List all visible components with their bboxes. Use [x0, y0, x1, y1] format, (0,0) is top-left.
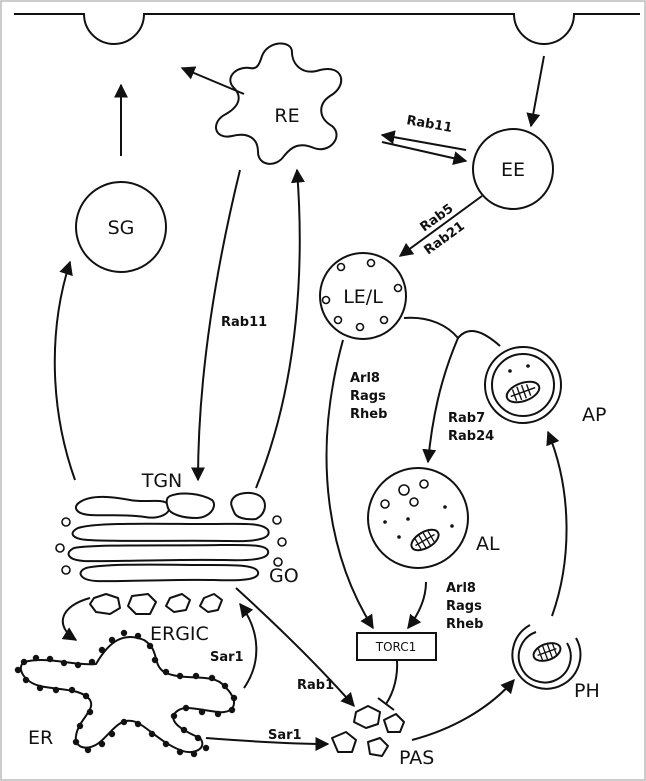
autolysosome-shape — [367, 467, 469, 569]
arrow-er-to-ergic — [239, 602, 258, 689]
plasma-membrane — [14, 13, 640, 45]
rags-1-label: Rags — [350, 389, 386, 404]
ap-label: AP — [582, 404, 606, 426]
ee-label: EE — [501, 159, 525, 181]
al-label: AL — [476, 533, 500, 555]
pas-label: PAS — [399, 747, 434, 769]
arrow-go-to-pas — [235, 587, 355, 708]
sar1-ergic-label: Sar1 — [210, 650, 244, 665]
autophagosome-shape — [484, 346, 562, 424]
endoplasmic-reticulum-shape — [14, 629, 238, 758]
recycling-endosome-shape — [215, 42, 343, 165]
arrow-re-to-ee — [381, 141, 468, 166]
arrow-tgn-to-re — [255, 168, 305, 489]
rab7-label: Rab7 — [448, 411, 485, 426]
arrow-pm-to-ee — [526, 55, 545, 128]
er-label: ER — [28, 727, 53, 749]
arrow-pas-to-ph — [411, 678, 515, 741]
golgi-apparatus-shape — [55, 491, 287, 583]
torc1-box — [356, 632, 437, 661]
arl8-1-label: Arl8 — [350, 371, 380, 386]
ergic-label: ERGIC — [150, 623, 209, 645]
arrow-ph-to-ap — [546, 430, 568, 617]
go-label: GO — [269, 565, 299, 587]
rab11-mid-label: Rab11 — [221, 315, 267, 330]
early-endosome-shape — [472, 128, 554, 210]
arrow-ee-to-lel — [398, 195, 483, 257]
pas-shape — [331, 705, 405, 757]
arrow-tgn-to-sg — [53, 260, 76, 481]
ph-label: PH — [574, 680, 600, 702]
arrow-re-to-tgn — [191, 169, 241, 482]
arrow-er-to-pas — [205, 736, 330, 751]
inhibition-torc1-to-pas — [385, 659, 399, 705]
arl8-2-label: Arl8 — [446, 581, 476, 596]
rab24-label: Rab24 — [448, 429, 494, 444]
rags-2-label: Rags — [446, 599, 482, 614]
secretory-granule-shape — [75, 181, 167, 273]
tgn-label: TGN — [141, 470, 183, 492]
arrow-lel-to-torc1 — [325, 339, 374, 630]
late-endosome-lysosome — [319, 252, 407, 340]
arrow-al-to-torc1 — [407, 581, 427, 630]
rheb-2-label: Rheb — [446, 617, 483, 632]
lel-label: LE/L — [343, 286, 383, 308]
ergic-shape — [89, 593, 223, 615]
phagophore-shape — [511, 624, 582, 690]
re-label: RE — [274, 105, 299, 127]
arrow-re-to-pm — [180, 66, 245, 95]
arrow-ee-to-re — [380, 130, 467, 151]
fusion-line-lel-ap — [403, 316, 501, 347]
sg-label: SG — [108, 217, 135, 239]
sar1-er-label: Sar1 — [268, 728, 302, 743]
rab1-label: Rab1 — [297, 678, 334, 693]
inhibition-bar — [377, 697, 395, 711]
rab11-top-label: Rab11 — [405, 113, 453, 136]
arrow-fusion-to-al — [422, 337, 459, 464]
torc1-label: TORC1 — [375, 640, 417, 654]
arrow-ergic-to-er — [61, 597, 91, 641]
rheb-1-label: Rheb — [350, 407, 387, 422]
